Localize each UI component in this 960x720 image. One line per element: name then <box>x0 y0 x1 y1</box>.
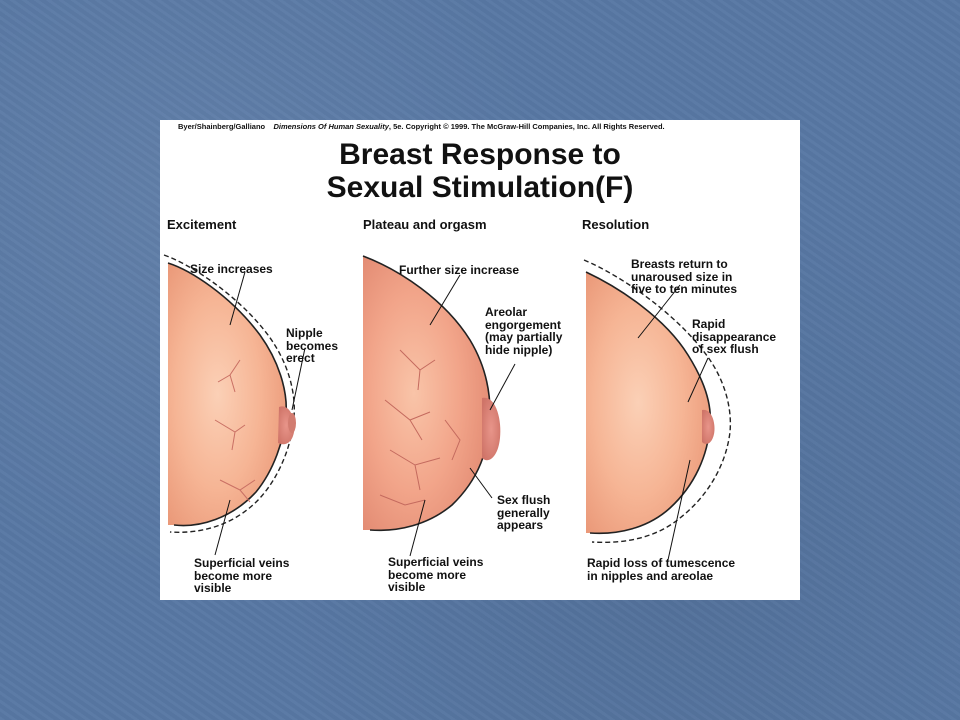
credit-authors: Byer/Shainberg/Galliano <box>178 122 266 131</box>
breast-illustrations <box>163 254 732 561</box>
label-superficial-veins-2: Superficial veins become more visible <box>388 556 483 594</box>
label-line: appears <box>497 518 544 532</box>
label-line: visible <box>194 581 232 595</box>
excitement-veins <box>214 359 256 503</box>
label-line: (may partially <box>485 330 563 344</box>
label-line: Superficial veins <box>194 556 290 570</box>
label-line: become more <box>388 567 467 582</box>
label-areolar-engorgement: Areolar engorgement (may partially hide … <box>485 306 562 356</box>
label-line: erect <box>286 351 315 365</box>
figure-panel: Byer/Shainberg/Galliano Dimensions Of Hu… <box>160 120 800 600</box>
label-line: generally <box>497 505 550 520</box>
label-breasts-return: Breasts return to unaroused size in five… <box>631 258 737 296</box>
stage-resolution: Resolution <box>582 217 650 232</box>
label-line: engorgement <box>485 317 562 332</box>
label-line: unaroused size in <box>631 269 733 284</box>
label-rapid-disappearance: Rapid disappearance of sex flush <box>692 318 776 356</box>
title-line-2: Sexual Stimulation(F) <box>326 171 634 204</box>
label-line: becomes <box>286 338 339 353</box>
figure-title: Breast Response to Sexual Stimulation(F) <box>160 138 800 204</box>
label-line: become more <box>194 568 273 583</box>
label-rapid-loss: Rapid loss of tumescence in nipples and … <box>587 557 735 582</box>
label-line: Sex flush <box>497 493 551 507</box>
resolution-breast <box>583 259 732 544</box>
label-line: hide nipple) <box>485 342 553 357</box>
label-line: Nipple <box>286 326 323 340</box>
plateau-breast <box>362 255 501 532</box>
stage-excitement: Excitement <box>167 217 237 232</box>
label-further-size: Further size increase <box>399 263 520 277</box>
label-line: Rapid loss of tumescence <box>587 556 736 570</box>
label-line: Rapid <box>692 317 726 331</box>
label-size-increases: Size increases <box>190 262 273 276</box>
label-line: in nipples and areolae <box>587 568 714 583</box>
copyright-credit: Byer/Shainberg/Galliano Dimensions Of Hu… <box>178 122 665 131</box>
credit-rest: , 5e. Copyright © 1999. The McGraw-Hill … <box>388 122 665 131</box>
label-line: disappearance <box>692 329 777 344</box>
label-nipple-erect: Nipple becomes erect <box>286 327 338 365</box>
credit-book: Dimensions Of Human Sexuality <box>273 122 389 131</box>
title-line-1: Breast Response to <box>339 138 621 171</box>
excitement-breast <box>163 254 296 533</box>
label-line: Superficial veins <box>388 555 484 569</box>
stage-plateau: Plateau and orgasm <box>363 217 487 232</box>
leader-lines <box>214 271 709 561</box>
label-line: Breasts return to <box>631 257 728 271</box>
label-line: of sex flush <box>692 342 759 356</box>
label-line: visible <box>388 580 426 594</box>
label-line: five to ten minutes <box>631 282 738 296</box>
label-superficial-veins-1: Superficial veins become more visible <box>194 557 289 595</box>
plateau-veins <box>379 349 461 506</box>
label-sex-flush: Sex flush generally appears <box>497 494 550 532</box>
label-line: Areolar <box>485 305 528 319</box>
